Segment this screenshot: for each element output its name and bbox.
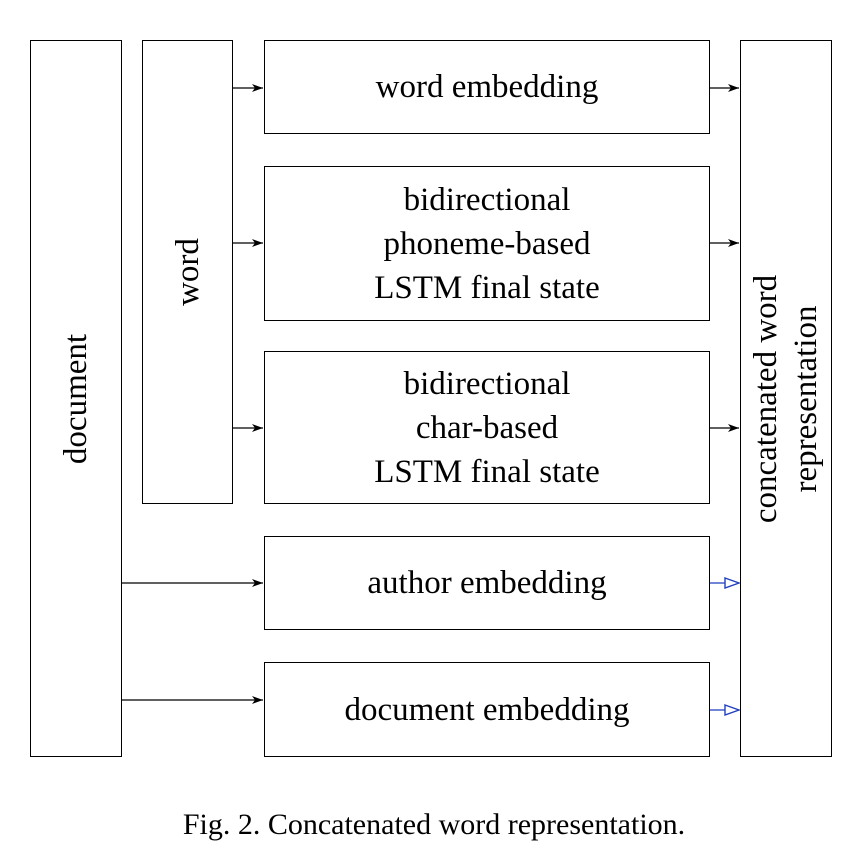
phoneme-lstm-box: bidirectional phoneme-based LSTM final s…: [264, 166, 710, 321]
document-embedding-box: document embedding: [264, 662, 710, 757]
phoneme-lstm-line-2: phoneme-based: [383, 225, 591, 262]
char-lstm-box: bidirectional char-based LSTM final stat…: [264, 351, 710, 504]
document-column: document: [30, 40, 122, 757]
author-embedding-box: author embedding: [264, 536, 710, 630]
figure-caption: Fig. 2. Concatenated word representation…: [182, 808, 686, 841]
char-lstm-line-2: char-based: [415, 409, 559, 446]
word-embedding-box: word embedding: [264, 40, 710, 134]
char-lstm-line-1: bidirectional: [403, 365, 571, 402]
document-embedding-label: document embedding: [344, 691, 630, 728]
word-column: word: [142, 40, 233, 504]
word-embedding-label: word embedding: [375, 69, 599, 105]
phoneme-lstm-line-3: LSTM final state: [374, 269, 600, 306]
author-embedding-label: author embedding: [367, 565, 607, 601]
concatenated-representation-column: concatenated word representation: [740, 40, 832, 757]
phoneme-lstm-line-1: bidirectional: [403, 181, 571, 218]
char-lstm-line-3: LSTM final state: [374, 453, 600, 490]
